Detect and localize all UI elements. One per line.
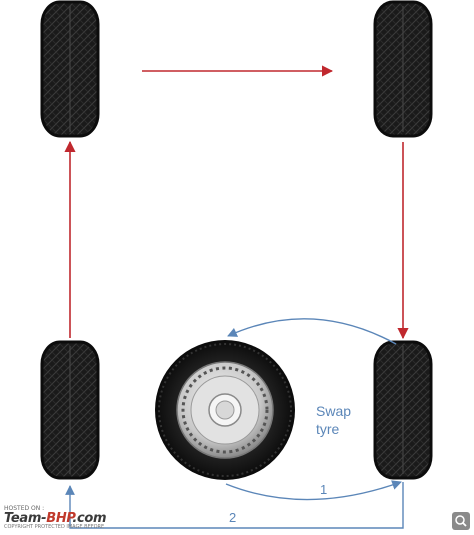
watermark-brand-suffix: .com (72, 511, 107, 526)
watermark-sub: COPYRIGHT PROTECTED IMAGE BEFORE (4, 524, 105, 530)
tyre-rear-left (40, 340, 100, 480)
spare-wheel (155, 340, 295, 480)
zoom-icon[interactable] (452, 512, 470, 530)
tyre-rear-right (373, 340, 433, 480)
arrow-label-2: 2 (229, 510, 236, 525)
watermark-brand: Team-BHP.com (4, 511, 107, 526)
watermark-brand-accent: BHP (46, 511, 73, 526)
tyre-front-left (40, 0, 100, 138)
arrow-path-2 (65, 482, 404, 529)
arrow-spare-to-rear-right-1 (225, 480, 402, 501)
watermark: HOSTED ON : Team-BHP.com COPYRIGHT PROTE… (4, 505, 107, 530)
swap-label-line1: Swap (316, 403, 351, 419)
tyre-front-right (373, 0, 433, 138)
arrow-label-1: 1 (320, 482, 327, 497)
watermark-brand-prefix: Team- (4, 511, 47, 526)
watermark-hosted-on: HOSTED ON : (4, 505, 45, 512)
swap-label-line2: tyre (316, 421, 340, 437)
arrow-rear-right-to-spare (227, 318, 397, 345)
